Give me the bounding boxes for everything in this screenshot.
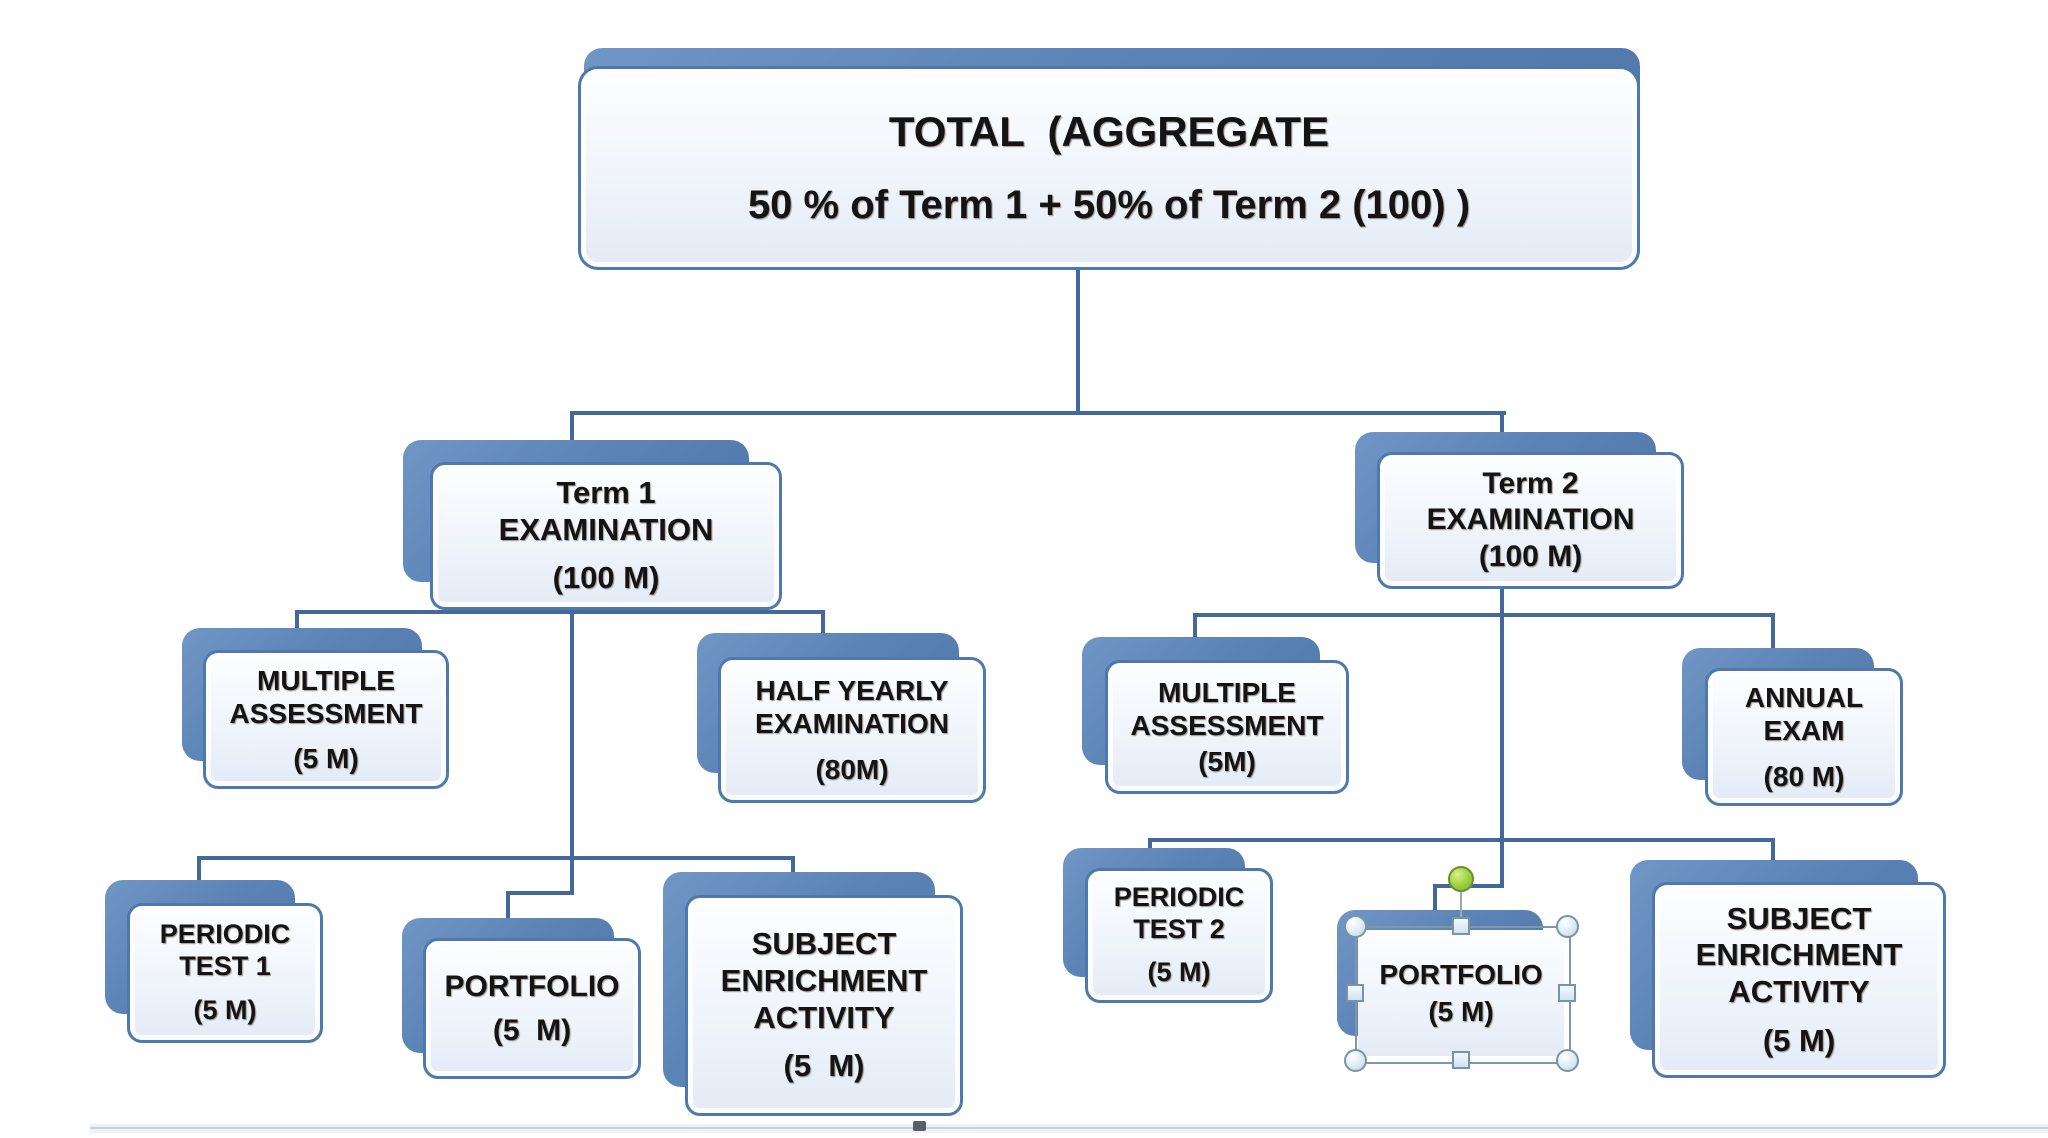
node-ae-line1: ANNUAL [1744, 682, 1864, 714]
rotation-handle[interactable] [1448, 866, 1474, 892]
selection-handle-bottom-right[interactable] [1556, 1049, 1579, 1072]
node-pf1-marks: (5 M) [492, 1013, 572, 1047]
node-term2-line1: Term 2 [1482, 467, 1579, 501]
selection-handle-top-middle[interactable] [1452, 917, 1470, 935]
node-ma1-marks: (5 M) [293, 743, 359, 775]
node-pt2-line2: TEST 2 [1133, 913, 1225, 944]
node-pf2-line1: PORTFOLIO [1379, 958, 1543, 990]
node-sea1-line2: ENRICHMENT [720, 962, 928, 998]
node-pt1-marks: (5 M) [193, 994, 257, 1025]
node-sea2-line1: SUBJECT [1726, 900, 1872, 936]
selection-handle-bottom-left[interactable] [1344, 1049, 1367, 1072]
node-ma1-line1: MULTIPLE [257, 664, 395, 696]
node-total-face: TOTAL (AGGREGATE 50 % of Term 1 + 50% of… [578, 66, 1640, 270]
connector-drop-subject-enrichment-1 [791, 856, 795, 876]
node-sea2-line2: ENRICHMENT [1695, 937, 1903, 973]
node-term2-examination[interactable]: Term 2 EXAMINATION (100 M) [1355, 432, 1684, 589]
node-ae-marks: (80 M) [1763, 760, 1845, 792]
rotation-handle-stem [1460, 892, 1462, 928]
node-hy-line1: HALF YEARLY [755, 675, 949, 707]
connector-drop-portfolio-1 [506, 891, 510, 922]
connector-drop-multiple-assessment-1 [295, 610, 299, 634]
node-term2-line2: EXAMINATION [1426, 502, 1635, 536]
selection-handle-left-middle[interactable] [1346, 984, 1364, 1002]
node-hy-line2: EXAMINATION [755, 708, 949, 740]
node-sea1-line3: ACTIVITY [753, 999, 895, 1035]
connector-drop-subject-enrichment-2 [1771, 838, 1775, 864]
connector-jog-portfolio-1 [508, 891, 574, 895]
node-subject-enrichment-2[interactable]: SUBJECT ENRICHMENT ACTIVITY (5 M) [1630, 860, 1946, 1078]
node-term1-line1: Term 1 [556, 475, 656, 511]
node-portfolio-2[interactable]: PORTFOLIO (5 M) [1337, 910, 1564, 1056]
connector-term2-spine [1500, 411, 1504, 888]
artifact-mark [913, 1121, 926, 1131]
node-subject-enrichment-1-face: SUBJECT ENRICHMENT ACTIVITY (5 M) [685, 895, 963, 1116]
node-pt2-marks: (5 M) [1147, 957, 1211, 988]
connector-drop-periodic-test-1 [197, 856, 201, 884]
node-multiple-assessment-1[interactable]: MULTIPLE ASSESSMENT (5 M) [182, 628, 449, 789]
node-sea2-line3: ACTIVITY [1728, 974, 1870, 1009]
node-sea2-marks: (5 M) [1762, 1022, 1836, 1058]
node-multiple-assessment-2[interactable]: MULTIPLE ASSESSMENT (5M) [1082, 637, 1349, 794]
node-multiple-assessment-2-face: MULTIPLE ASSESSMENT (5M) [1105, 660, 1349, 794]
node-periodic-test-1[interactable]: PERIODIC TEST 1 (5 M) [105, 880, 323, 1043]
node-term1-line2: EXAMINATION [498, 511, 714, 547]
node-portfolio-1[interactable]: PORTFOLIO (5 M) [402, 918, 641, 1079]
connector-term1-row1 [297, 610, 823, 614]
node-periodic-test-1-face: PERIODIC TEST 1 (5 M) [127, 903, 323, 1043]
node-total-aggregate[interactable]: TOTAL (AGGREGATE 50 % of Term 1 + 50% of… [578, 48, 1640, 270]
connector-term2-row2 [1150, 838, 1775, 842]
node-ma2-marks: (5M) [1198, 745, 1256, 777]
node-annual-exam-face: ANNUAL EXAM (80 M) [1705, 668, 1903, 806]
node-half-yearly-examination[interactable]: HALF YEARLY EXAMINATION (80M) [697, 633, 986, 803]
node-term1-marks: (100 M) [552, 560, 660, 596]
node-pt2-line1: PERIODIC [1113, 881, 1245, 912]
connector-term2-row1 [1195, 613, 1775, 617]
node-multiple-assessment-1-face: MULTIPLE ASSESSMENT (5 M) [203, 650, 449, 789]
node-total-title: TOTAL (AGGREGATE [888, 107, 1330, 155]
selection-handle-top-right[interactable] [1556, 915, 1579, 938]
node-term2-face: Term 2 EXAMINATION (100 M) [1377, 452, 1684, 589]
node-total-formula: 50 % of Term 1 + 50% of Term 2 (100) ) [747, 183, 1471, 228]
node-portfolio-2-face: PORTFOLIO (5 M) [1358, 930, 1564, 1056]
node-hy-marks: (80M) [815, 753, 889, 785]
node-pf2-marks: (5 M) [1428, 996, 1494, 1027]
node-ma1-line2: ASSESSMENT [229, 697, 423, 729]
selection-handle-right-middle[interactable] [1558, 984, 1576, 1002]
connector-term1-row2 [199, 856, 793, 860]
node-periodic-test-2[interactable]: PERIODIC TEST 2 (5 M) [1063, 848, 1273, 1003]
node-term1-examination[interactable]: Term 1 EXAMINATION (100 M) [403, 440, 782, 610]
node-portfolio-1-face: PORTFOLIO (5 M) [423, 938, 641, 1079]
connector-term1-spine [570, 411, 574, 895]
slide-bottom-edge-line [90, 1127, 2048, 1129]
node-ma2-line1: MULTIPLE [1158, 677, 1296, 709]
node-subject-enrichment-2-face: SUBJECT ENRICHMENT ACTIVITY (5 M) [1652, 882, 1946, 1078]
selection-handle-top-left[interactable] [1344, 915, 1367, 938]
node-ma2-line2: ASSESSMENT [1130, 710, 1324, 742]
node-pt1-line2: TEST 1 [179, 951, 271, 982]
node-pf1-line1: PORTFOLIO [444, 970, 620, 1004]
node-sea1-marks: (5 M) [783, 1048, 865, 1084]
node-term2-marks: (100 M) [1478, 540, 1583, 574]
connector-drop-annual-exam [1771, 613, 1775, 650]
node-pt1-line1: PERIODIC [159, 919, 291, 950]
node-periodic-test-2-face: PERIODIC TEST 2 (5 M) [1085, 868, 1273, 1003]
node-half-yearly-face: HALF YEARLY EXAMINATION (80M) [718, 657, 986, 803]
selection-rectangle[interactable] [1355, 926, 1571, 1064]
node-term1-face: Term 1 EXAMINATION (100 M) [430, 462, 782, 610]
selection-handle-bottom-middle[interactable] [1452, 1051, 1470, 1069]
node-sea1-line1: SUBJECT [751, 926, 897, 962]
connector-drop-periodic-test-2 [1148, 838, 1152, 852]
node-subject-enrichment-1[interactable]: SUBJECT ENRICHMENT ACTIVITY (5 M) [663, 872, 963, 1116]
connector-drop-multiple-assessment-2 [1193, 613, 1197, 641]
connector-root-stem [1076, 262, 1080, 413]
node-annual-exam[interactable]: ANNUAL EXAM (80 M) [1682, 648, 1903, 806]
connector-drop-portfolio-2 [1433, 884, 1437, 914]
node-ae-line2: EXAM [1763, 715, 1845, 747]
connector-root-branch [572, 411, 1506, 415]
connector-drop-half-yearly [821, 610, 825, 639]
